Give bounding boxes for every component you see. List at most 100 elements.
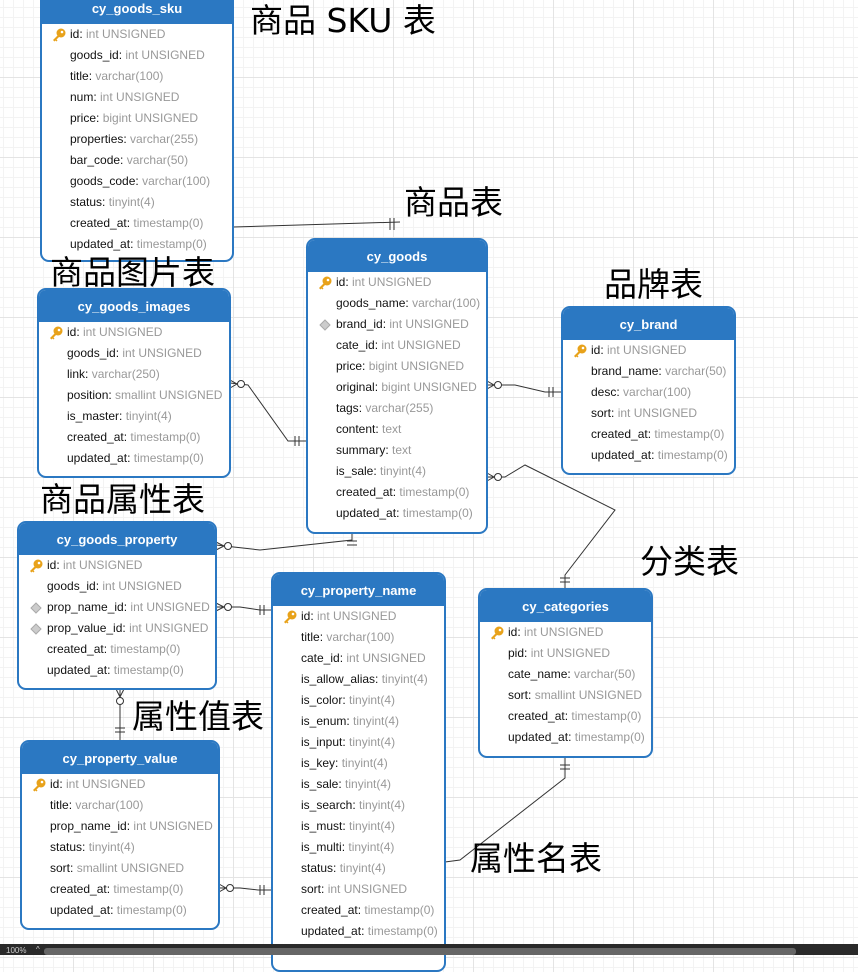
field-row[interactable]: cate_id: int UNSIGNED (336, 338, 461, 352)
field-row[interactable]: status: tinyint(4) (301, 861, 386, 875)
field-row[interactable]: is_must: tinyint(4) (301, 819, 396, 833)
field-row[interactable]: is_master: tinyint(4) (67, 409, 172, 423)
field-row[interactable]: sort: int UNSIGNED (301, 882, 408, 896)
field-name: cate_id (336, 338, 375, 352)
table-header[interactable]: cy_goods_images (39, 290, 229, 322)
field-row[interactable]: summary: text (336, 443, 412, 457)
field-name: cate_id (301, 651, 340, 665)
field-row[interactable]: created_at: timestamp(0) (67, 430, 201, 444)
field-row[interactable]: id: int UNSIGNED (19, 555, 215, 576)
field-row[interactable]: id: int UNSIGNED (42, 24, 232, 45)
field-row[interactable]: cate_id: int UNSIGNED (301, 651, 426, 665)
field-row[interactable]: updated_at: timestamp(0) (47, 663, 184, 677)
field-row[interactable]: link: varchar(250) (67, 367, 160, 381)
table-header[interactable]: cy_brand (563, 308, 734, 340)
field-row[interactable]: brand_name: varchar(50) (591, 364, 727, 378)
field-row[interactable]: updated_at: timestamp(0) (301, 924, 438, 938)
field-row[interactable]: updated_at: timestamp(0) (591, 448, 728, 462)
field-row[interactable]: title: varchar(100) (301, 630, 395, 644)
field-row[interactable]: updated_at: timestamp(0) (336, 506, 473, 520)
field-row[interactable]: is_sale: tinyint(4) (336, 464, 427, 478)
field-row[interactable]: prop_value_id: int UNSIGNED (19, 618, 215, 639)
field-row[interactable]: created_at: timestamp(0) (70, 216, 204, 230)
field-row[interactable]: title: varchar(100) (70, 69, 164, 83)
field-row[interactable]: original: bigint UNSIGNED (336, 380, 477, 394)
table-header[interactable]: cy_property_value (22, 742, 218, 774)
field-row[interactable]: created_at: timestamp(0) (508, 709, 642, 723)
field-row[interactable]: updated_at: timestamp(0) (70, 237, 207, 251)
field-row[interactable]: desc: varchar(100) (591, 385, 692, 399)
field-row[interactable]: is_allow_alias: tinyint(4) (301, 672, 428, 686)
zoom-up-icon[interactable]: ^ (36, 945, 40, 954)
table-header[interactable]: cy_property_name (273, 574, 444, 606)
field-name: is_master (67, 409, 120, 423)
field-row[interactable]: created_at: timestamp(0) (301, 903, 435, 917)
zoom-level[interactable]: 100% (6, 946, 27, 955)
field-row[interactable]: sort: smallint UNSIGNED (50, 861, 185, 875)
field-row[interactable]: goods_id: int UNSIGNED (70, 48, 205, 62)
field-row[interactable]: goods_id: int UNSIGNED (47, 579, 182, 593)
field-row[interactable]: updated_at: timestamp(0) (67, 451, 204, 465)
field-row[interactable]: goods_name: varchar(100) (336, 296, 481, 310)
field-row[interactable]: is_search: tinyint(4) (301, 798, 406, 812)
field-row[interactable]: id: int UNSIGNED (39, 322, 229, 343)
field-row[interactable]: bar_code: varchar(50) (70, 153, 189, 167)
field-name: price (70, 111, 97, 125)
field-row[interactable]: updated_at: timestamp(0) (508, 730, 645, 744)
field-row[interactable]: pid: int UNSIGNED (508, 646, 611, 660)
field-row[interactable]: prop_name_id: int UNSIGNED (50, 819, 213, 833)
table-header[interactable]: cy_goods (308, 240, 486, 272)
table-header[interactable]: cy_goods_property (19, 523, 215, 555)
field-name: updated_at (336, 506, 397, 520)
field-row[interactable]: is_input: tinyint(4) (301, 735, 396, 749)
field-row[interactable]: id: int UNSIGNED (22, 774, 218, 795)
field-row[interactable]: status: tinyint(4) (50, 840, 135, 854)
field-row[interactable]: num: int UNSIGNED (70, 90, 180, 104)
field-name: price (336, 359, 363, 373)
field-type: varchar(100) (142, 174, 211, 188)
horizontal-scrollbar[interactable] (44, 948, 796, 955)
field-row[interactable]: id: int UNSIGNED (273, 606, 444, 627)
table-header[interactable]: cy_goods_sku (42, 0, 232, 24)
field-row[interactable]: id: int UNSIGNED (563, 340, 734, 361)
field-row[interactable]: price: bigint UNSIGNED (70, 111, 199, 125)
field-type: tinyint(4) (125, 409, 172, 423)
field-row[interactable]: id: int UNSIGNED (480, 622, 651, 643)
field-row[interactable]: created_at: timestamp(0) (50, 882, 184, 896)
field-row[interactable]: content: text (336, 422, 402, 436)
field-row[interactable]: cate_name: varchar(50) (508, 667, 636, 681)
field-row[interactable]: is_enum: tinyint(4) (301, 714, 400, 728)
field-row[interactable]: sort: smallint UNSIGNED (508, 688, 643, 702)
field-row[interactable]: price: bigint UNSIGNED (336, 359, 465, 373)
table-header[interactable]: cy_categories (480, 590, 651, 622)
field-row[interactable]: sort: int UNSIGNED (591, 406, 698, 420)
table-annotation-label: 属性值表 (132, 697, 264, 736)
field-row[interactable]: updated_at: timestamp(0) (50, 903, 187, 917)
field-type: smallint UNSIGNED (534, 688, 643, 702)
field-row[interactable]: prop_name_id: int UNSIGNED (19, 597, 215, 618)
field-row[interactable]: position: smallint UNSIGNED (67, 388, 223, 402)
field-row[interactable]: properties: varchar(255) (70, 132, 199, 146)
field-row[interactable]: id: int UNSIGNED (308, 272, 486, 293)
field-row[interactable]: created_at: timestamp(0) (591, 427, 725, 441)
field-row[interactable]: goods_id: int UNSIGNED (67, 346, 202, 360)
field-row[interactable]: title: varchar(100) (50, 798, 144, 812)
field-row[interactable]: brand_id: int UNSIGNED (308, 314, 486, 335)
field-row[interactable]: is_key: tinyint(4) (301, 756, 388, 770)
field-row[interactable]: tags: varchar(255) (336, 401, 434, 415)
field-row[interactable]: is_sale: tinyint(4) (301, 777, 392, 791)
field-row[interactable]: created_at: timestamp(0) (336, 485, 470, 499)
field-row[interactable]: is_color: tinyint(4) (301, 693, 396, 707)
field-row[interactable]: created_at: timestamp(0) (47, 642, 181, 656)
field-row[interactable]: status: tinyint(4) (70, 195, 155, 209)
field-row[interactable]: goods_code: varchar(100) (70, 174, 211, 188)
field-row[interactable]: is_multi: tinyint(4) (301, 840, 395, 854)
